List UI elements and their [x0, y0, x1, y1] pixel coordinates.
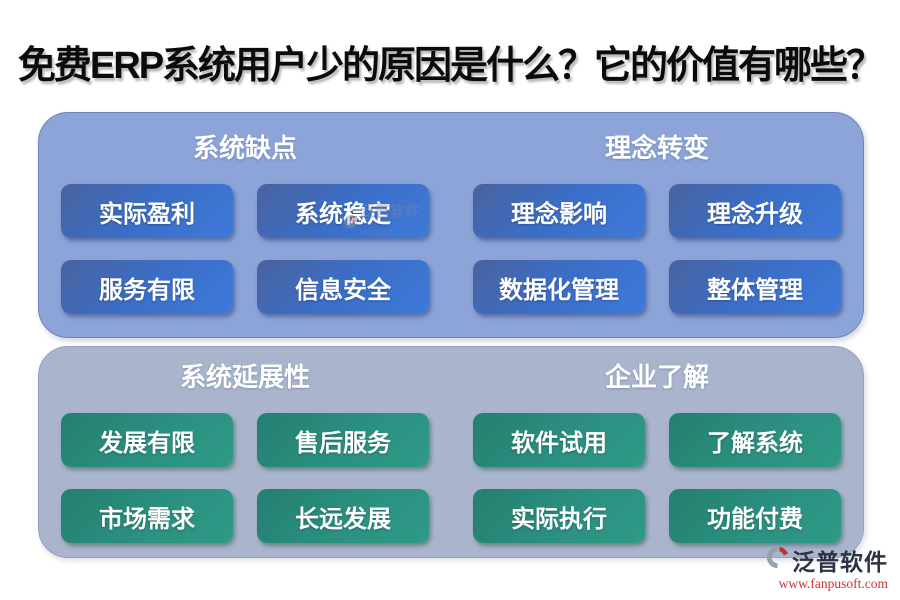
section-header: 系统缺点	[192, 133, 297, 163]
section-system-extensibility: 系统延展性 发展有限 售后服务 市场需求 长远发展	[39, 347, 451, 557]
section-header: 系统延展性	[179, 362, 310, 392]
chip[interactable]: 实际执行	[473, 489, 645, 543]
chip[interactable]: 信息安全	[257, 260, 429, 314]
chip-grid: 软件试用 了解系统 实际执行 功能付费	[473, 413, 841, 543]
chip[interactable]: 数据化管理	[473, 260, 645, 314]
chip-grid: 发展有限 售后服务 市场需求 长远发展	[61, 413, 429, 543]
section-concept-shift: 理念转变 理念影响 理念升级 数据化管理 整体管理	[451, 113, 863, 337]
section-system-drawbacks: 系统缺点 实际盈利 系统稳定 服务有限 信息安全	[39, 113, 451, 337]
section-header: 理念转变	[604, 133, 709, 163]
fanpu-swirl-icon	[765, 545, 790, 575]
logo-row: 泛普软件	[765, 543, 888, 577]
chip[interactable]: 功能付费	[669, 489, 841, 543]
chip[interactable]: 了解系统	[669, 413, 841, 467]
chip[interactable]: 软件试用	[473, 413, 645, 467]
chip[interactable]: 发展有限	[61, 413, 233, 467]
chip[interactable]: 理念升级	[669, 184, 841, 238]
section-header: 企业了解	[604, 362, 709, 392]
chip[interactable]: 服务有限	[61, 260, 233, 314]
logo-name: 泛普软件	[792, 549, 888, 575]
panel-drawbacks-and-concepts: 系统缺点 实际盈利 系统稳定 服务有限 信息安全 理念转变 理念影响 理念升级 …	[38, 112, 864, 338]
section-enterprise-understanding: 企业了解 软件试用 了解系统 实际执行 功能付费	[451, 347, 863, 557]
chip[interactable]: 实际盈利	[61, 184, 233, 238]
chip[interactable]: 市场需求	[61, 489, 233, 543]
chip-grid: 理念影响 理念升级 数据化管理 整体管理	[473, 184, 841, 314]
chip[interactable]: 系统稳定	[257, 184, 429, 238]
chip[interactable]: 理念影响	[473, 184, 645, 238]
chip-grid: 实际盈利 系统稳定 服务有限 信息安全	[61, 184, 429, 314]
chip[interactable]: 整体管理	[669, 260, 841, 314]
logo-url[interactable]: www.fanpusoft.com	[778, 576, 888, 591]
panel-extensibility-and-understanding: 系统延展性 发展有限 售后服务 市场需求 长远发展 企业了解 软件试用 了解系统…	[38, 346, 864, 558]
fanpu-brand-logo: 泛普软件 www.fanpusoft.com	[765, 543, 888, 592]
page-title: 免费ERP系统用户少的原因是什么？它的价值有哪些？	[17, 45, 884, 87]
chip[interactable]: 长远发展	[257, 489, 429, 543]
chip[interactable]: 售后服务	[257, 413, 429, 467]
